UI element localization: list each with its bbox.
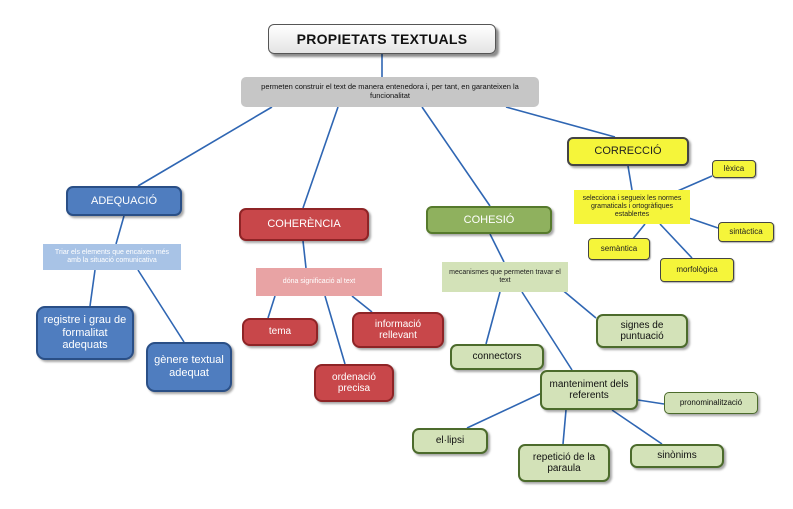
cohesio-item-connectors: connectors: [450, 344, 544, 370]
adequacio-description: Triar els elements que encaixen més amb …: [43, 244, 181, 270]
adequacio-item-genere: gènere textual adequat: [146, 342, 232, 392]
correccio-item-lexica: lèxica: [712, 160, 756, 178]
cohesio-node: COHESIÓ: [426, 206, 552, 234]
cohesio-item-signes-puntuacio: signes de puntuació: [596, 314, 688, 348]
correccio-item-sintactica: sintàctica: [718, 222, 774, 242]
referents-item-ellipsi: el·lipsi: [412, 428, 488, 454]
coherencia-item-tema: tema: [242, 318, 318, 346]
referents-item-pronominalitzacio: pronominalització: [664, 392, 758, 414]
coherencia-item-ordenacio: ordenació precisa: [314, 364, 394, 402]
diagram-title: PROPIETATS TEXTUALS: [268, 24, 496, 54]
intro-description: permeten construir el text de manera ent…: [241, 77, 539, 107]
correccio-item-morfologica: morfològica: [660, 258, 734, 282]
cohesio-description: mecanismes que permeten travar el text: [442, 262, 568, 292]
referents-item-sinonims: sinònims: [630, 444, 724, 468]
coherencia-node: COHERÈNCIA: [239, 208, 369, 241]
correccio-node: CORRECCIÓ: [567, 137, 689, 166]
correccio-description: selecciona i segueix les normes gramatic…: [574, 190, 690, 224]
referents-item-repeticio: repetició de la paraula: [518, 444, 610, 482]
coherencia-item-informacio: informació rellevant: [352, 312, 444, 348]
coherencia-description: dóna significació al text: [256, 268, 382, 296]
cohesio-item-manteniment-referents: manteniment dels referents: [540, 370, 638, 410]
adequacio-item-registre: registre i grau de formalitat adequats: [36, 306, 134, 360]
adequacio-node: ADEQUACIÓ: [66, 186, 182, 216]
correccio-item-semantica: semàntica: [588, 238, 650, 260]
